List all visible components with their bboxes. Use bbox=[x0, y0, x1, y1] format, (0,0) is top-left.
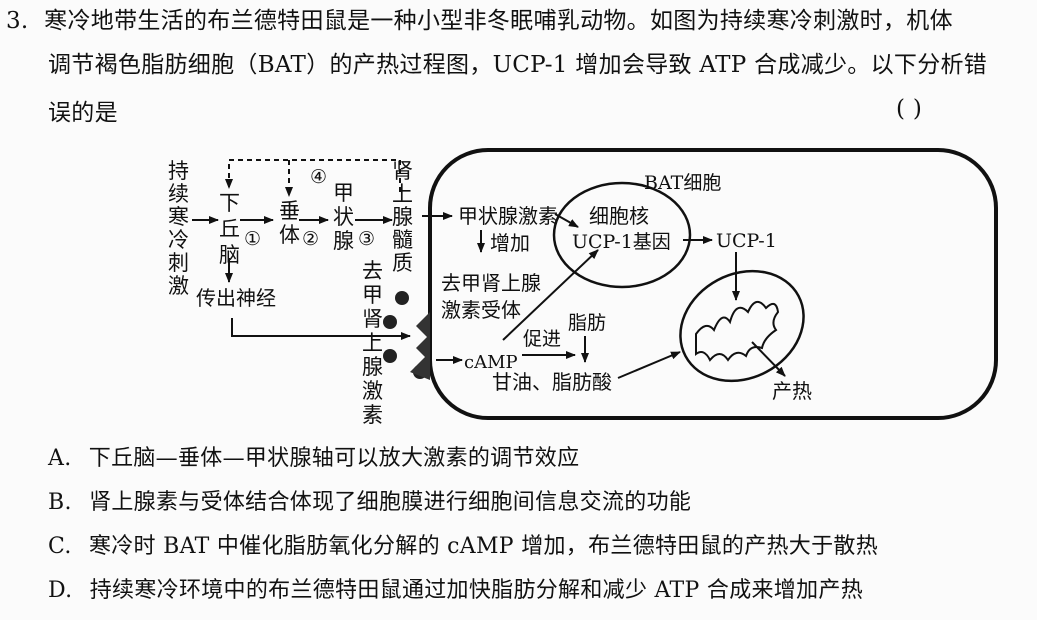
vertical-char: 腺 bbox=[392, 205, 413, 229]
efferent-nerve-label: 传出神经 bbox=[196, 286, 276, 310]
norepinephrine-dot bbox=[395, 291, 409, 305]
option-b-letter: B. bbox=[48, 490, 72, 515]
option-d-text: 持续寒冷环境中的布兰德特田鼠通过加快脂肪分解和减少 ATP 合成来增加产热 bbox=[89, 578, 863, 603]
mitochondrial-cristae bbox=[695, 301, 780, 362]
vertical-char: 冷 bbox=[168, 228, 189, 252]
step-3-label: ③ bbox=[358, 228, 375, 250]
vertical-char: 腺 bbox=[362, 355, 383, 379]
step-4-label: ④ bbox=[310, 166, 327, 188]
negative-feedback-line bbox=[225, 159, 401, 192]
option-c-letter: C. bbox=[48, 534, 72, 559]
question-number: 3. bbox=[6, 8, 29, 34]
arrow-fa-mitochondrion bbox=[617, 351, 681, 379]
option-a-letter: A. bbox=[48, 446, 72, 471]
answer-blank: ( ) bbox=[896, 96, 923, 122]
nucleus-label: 细胞核 bbox=[589, 204, 649, 228]
vertical-char: 髓 bbox=[392, 228, 413, 252]
vertical-char: 腺 bbox=[333, 229, 354, 253]
option-c[interactable]: C. 寒冷时 BAT 中催化脂肪氧化分解的 cAMP 增加，布兰德特田鼠的产热大… bbox=[48, 532, 878, 562]
heat-label: 产热 bbox=[772, 379, 812, 403]
ucp-label: UCP-1 bbox=[716, 230, 777, 252]
vertical-char: 质 bbox=[392, 251, 413, 275]
glycerol-fatty-acid-label: 甘油、脂肪酸 bbox=[492, 370, 612, 394]
vertical-char: 上 bbox=[392, 182, 413, 206]
vertical-char: 肾 bbox=[392, 159, 413, 183]
option-d[interactable]: D. 持续寒冷环境中的布兰德特田鼠通过加快脂肪分解和减少 ATP 合成来增加产热 bbox=[48, 576, 863, 606]
vertical-char: 刺 bbox=[168, 251, 189, 275]
vertical-char: 状 bbox=[333, 205, 354, 229]
nerve-to-cell-line bbox=[231, 318, 411, 340]
vertical-char: 续 bbox=[168, 182, 189, 206]
vertical-char: 激 bbox=[168, 274, 189, 298]
vertical-char: 脑 bbox=[219, 243, 240, 267]
vertical-char: 肾 bbox=[362, 307, 383, 331]
vertical-char: 寒 bbox=[168, 205, 189, 229]
norepinephrine-dot bbox=[383, 315, 397, 329]
arrow-heat bbox=[751, 341, 786, 377]
hypothalamus-vertical-text: 下丘脑 bbox=[219, 191, 240, 267]
fat-label: 脂肪 bbox=[568, 312, 606, 334]
vertical-char: 激 bbox=[362, 379, 383, 403]
option-b[interactable]: B. 肾上腺素与受体结合体现了细胞膜进行细胞间信息交流的功能 bbox=[48, 488, 691, 518]
increase-label: 增加 bbox=[490, 231, 530, 255]
camp-label: cAMP bbox=[464, 352, 518, 373]
vertical-char: 下 bbox=[219, 191, 240, 215]
vertical-char: 甲 bbox=[362, 283, 383, 307]
vertical-char: 素 bbox=[362, 403, 383, 427]
bat-cell-label: BAT细胞 bbox=[644, 172, 721, 194]
bat-cell-membrane bbox=[428, 148, 998, 420]
vertical-char: 体 bbox=[279, 223, 300, 247]
option-a-text: 下丘脑—垂体—甲状腺轴可以放大激素的调节效应 bbox=[88, 446, 580, 471]
question-stem-1: 寒冷地带生活的布兰德特田鼠是一种小型非冬眠哺乳动物。如图为持续寒冷刺激时，机体 bbox=[44, 8, 953, 34]
question-stem-2: 调节褐色脂肪细胞（BAT）的产热过程图，UCP-1 增加会导致 ATP 合成减少… bbox=[48, 52, 988, 78]
thyroid-vertical-text: 甲状腺 bbox=[333, 181, 354, 253]
option-a[interactable]: A. 下丘脑—垂体—甲状腺轴可以放大激素的调节效应 bbox=[48, 444, 579, 474]
step-2-label: ② bbox=[302, 228, 319, 250]
step-1-label: ① bbox=[244, 228, 261, 250]
receptor-icons bbox=[410, 312, 430, 380]
arrow-camp-nucleus bbox=[502, 249, 599, 341]
receptor-label-2: 激素受体 bbox=[441, 298, 521, 322]
thyroid-hormone-label: 甲状腺激素 bbox=[458, 204, 558, 228]
promote-label: 促进 bbox=[523, 328, 561, 350]
question-line-1: 3. 寒冷地带生活的布兰德特田鼠是一种小型非冬眠哺乳动物。如图为持续寒冷刺激时，… bbox=[6, 6, 953, 36]
option-b-text: 肾上腺素与受体结合体现了细胞膜进行细胞间信息交流的功能 bbox=[89, 490, 692, 515]
vertical-char: 持 bbox=[168, 159, 189, 183]
vertical-char: 垂 bbox=[279, 199, 300, 223]
question-stem-3: 误的是 bbox=[48, 100, 118, 126]
vertical-char: 甲 bbox=[333, 181, 354, 205]
stimulus-vertical-text: 持续寒冷刺激 bbox=[168, 159, 189, 298]
arrow-hormone-gene bbox=[554, 213, 579, 228]
pituitary-vertical-text: 垂体 bbox=[279, 199, 300, 247]
nucleus bbox=[552, 181, 692, 289]
receptor-label-1: 去甲肾上腺 bbox=[441, 271, 541, 295]
option-d-letter: D. bbox=[48, 578, 73, 603]
ucp-gene-label: UCP-1基因 bbox=[572, 231, 671, 253]
vertical-char: 丘 bbox=[219, 217, 240, 241]
mitochondrion bbox=[679, 269, 805, 383]
vertical-char: 去 bbox=[362, 259, 383, 283]
option-c-text: 寒冷时 BAT 中催化脂肪氧化分解的 cAMP 增加，布兰德特田鼠的产热大于散热 bbox=[88, 534, 878, 559]
vertical-char: 上 bbox=[362, 331, 383, 355]
norepinephrine-dot bbox=[383, 349, 397, 363]
